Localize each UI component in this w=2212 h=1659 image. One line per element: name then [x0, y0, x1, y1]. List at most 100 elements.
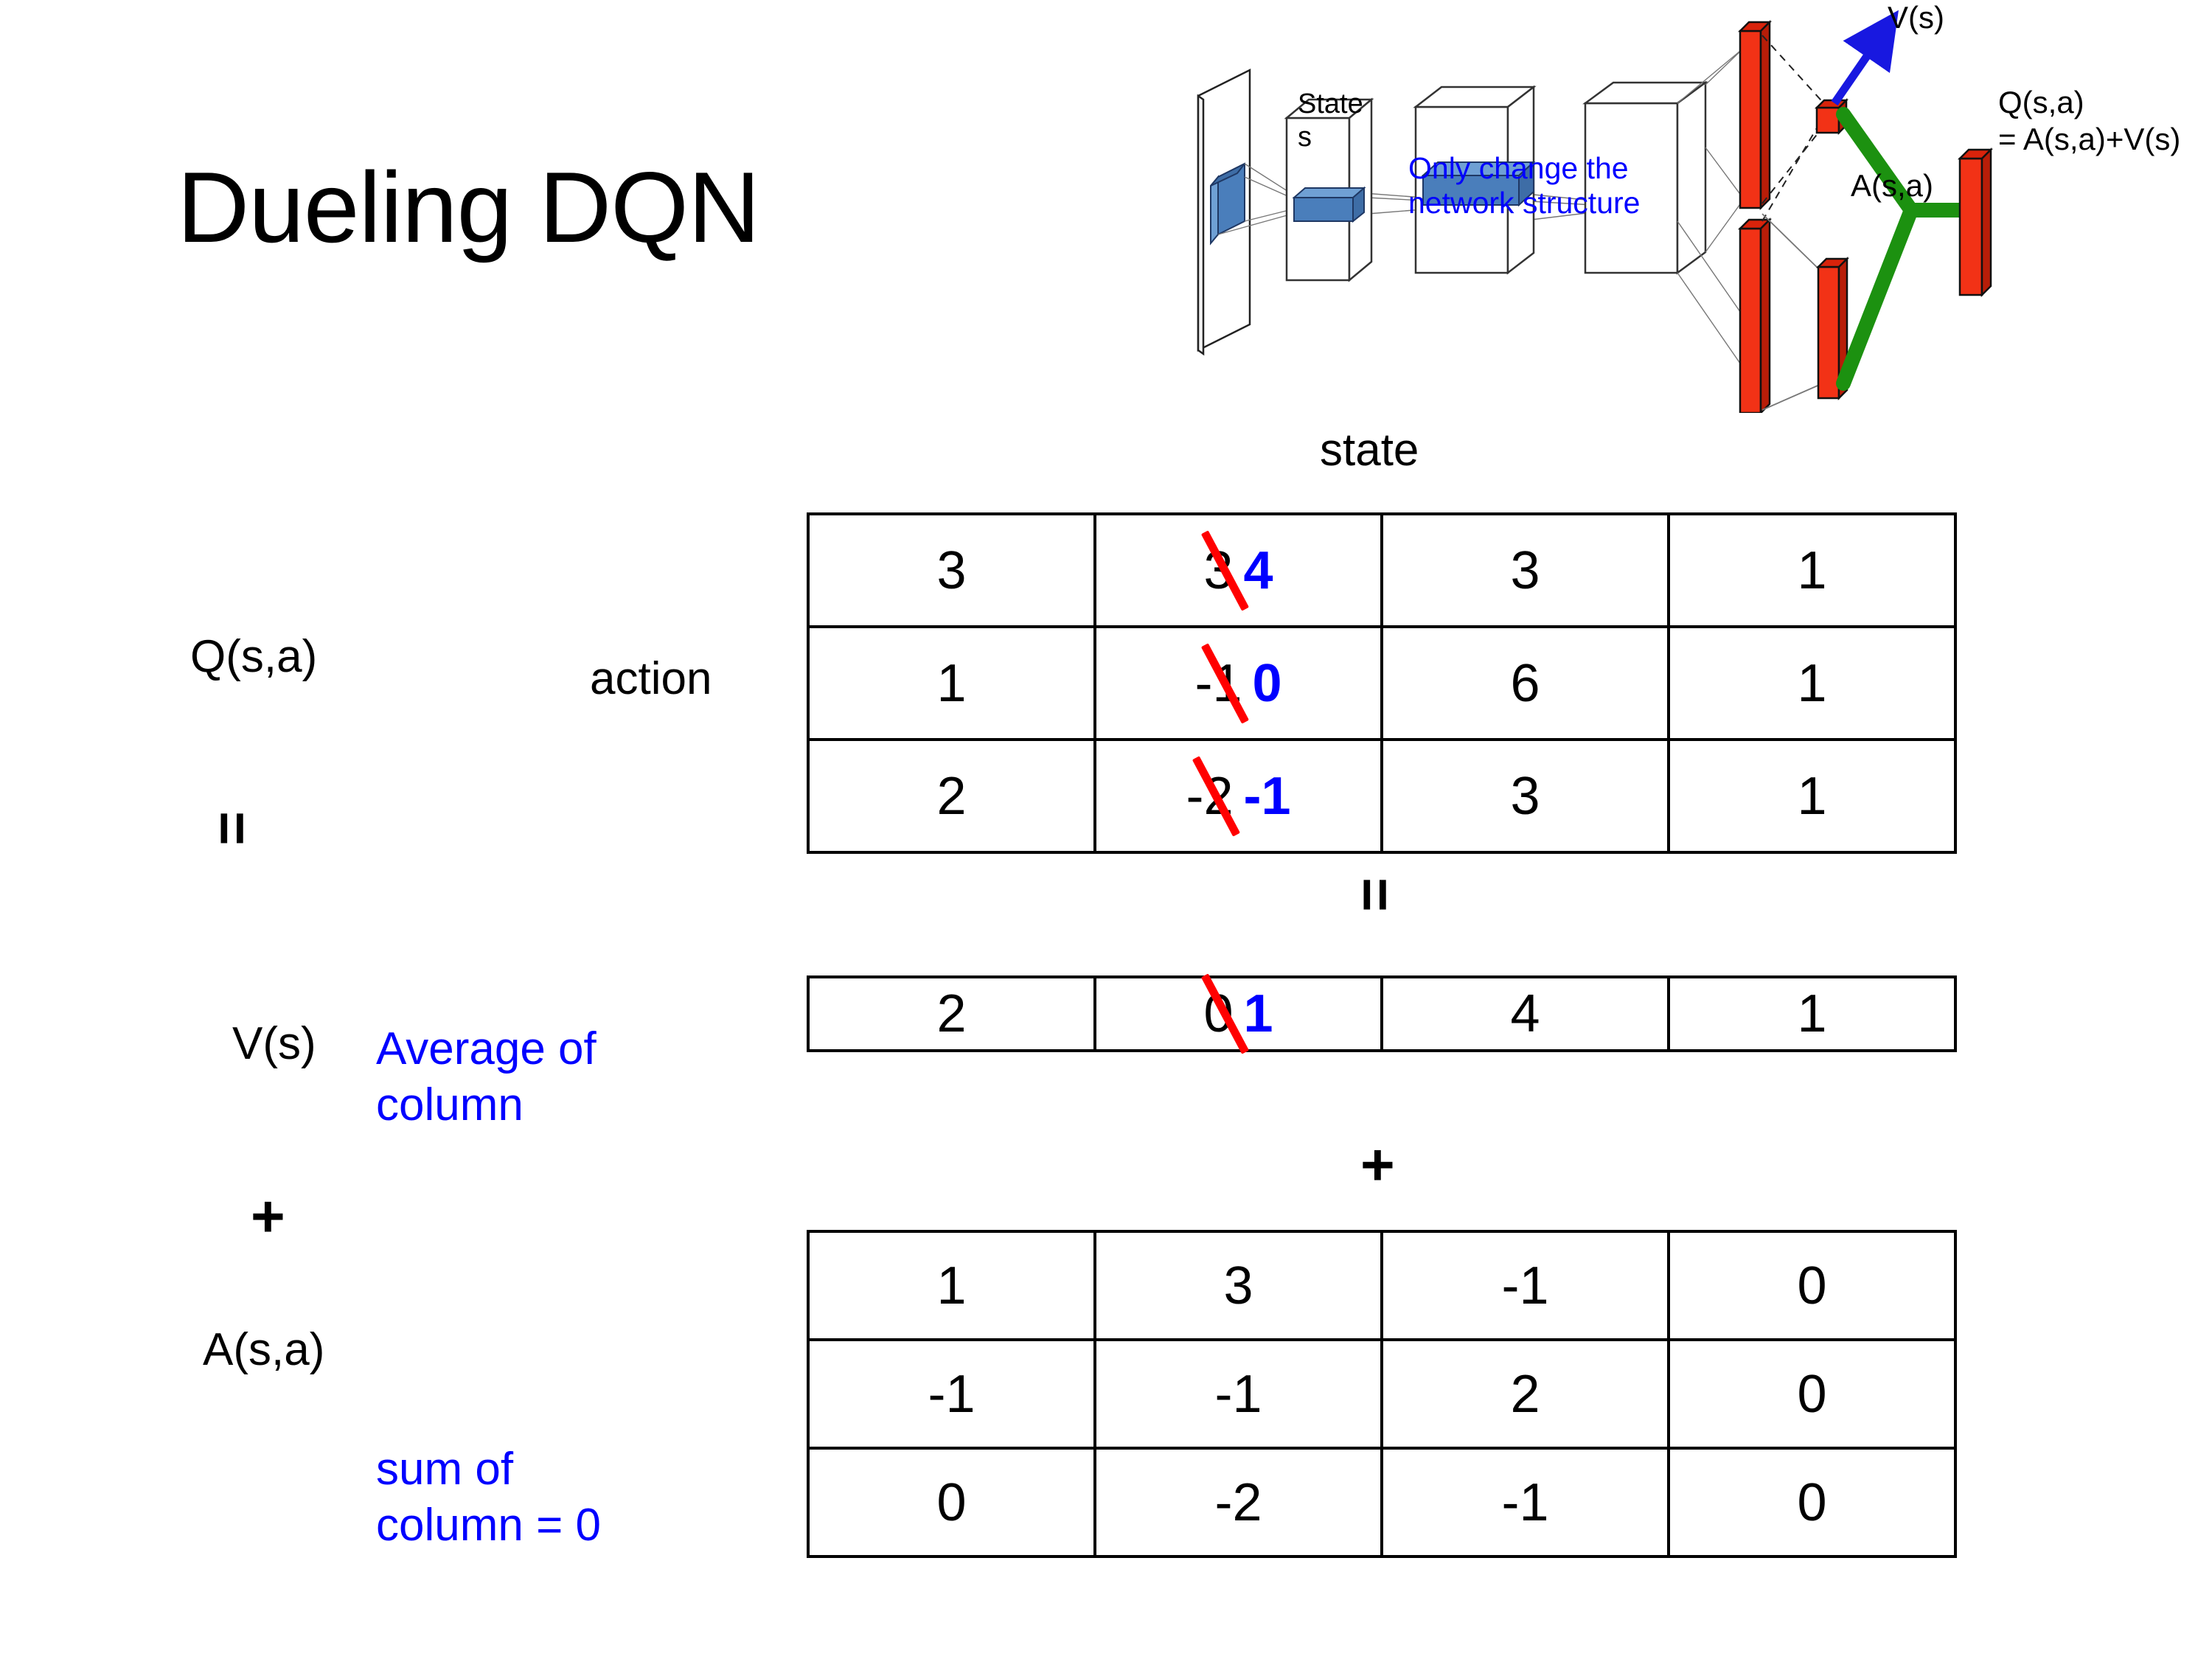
- diagram-state-label-line1: State: [1298, 88, 1363, 119]
- action-axis-header: action: [590, 653, 712, 704]
- table-cell[interactable]: 0: [1667, 1447, 1957, 1558]
- table-cell[interactable]: -2-1: [1093, 738, 1383, 854]
- diagram-v-label: V(s): [1888, 0, 1944, 35]
- cell-value: 1: [1797, 653, 1827, 713]
- table-cell[interactable]: -1: [1093, 1338, 1383, 1450]
- table-cell[interactable]: 3: [807, 512, 1096, 628]
- a-table: 1 3 -1 0 -1 -1 2 0 0 -2 -1 0: [807, 1230, 1957, 1558]
- table-cell[interactable]: 4: [1380, 975, 1670, 1052]
- table-cell[interactable]: 6: [1380, 625, 1670, 741]
- table-row: 2 -2-1 3 1: [807, 738, 1957, 854]
- diagram-note-line1: Only change the: [1408, 151, 1629, 185]
- diagram-q-label-line2: = A(s,a)+V(s): [1998, 122, 2181, 156]
- diagram-state-label-line2: s: [1298, 122, 1312, 153]
- table-row: 1 3 -1 0: [807, 1230, 1957, 1341]
- table-cell[interactable]: 2: [807, 975, 1096, 1052]
- cell-value: 1: [1797, 766, 1827, 826]
- table-cell[interactable]: 0: [1667, 1230, 1957, 1341]
- cell-value: 0: [1797, 1472, 1827, 1532]
- edited-cell: -2-1: [1186, 755, 1291, 837]
- table-cell[interactable]: 1: [807, 625, 1096, 741]
- note-sum-line1: sum of: [376, 1444, 514, 1495]
- page-title: Dueling DQN: [177, 151, 760, 263]
- cell-value: 3: [1510, 766, 1540, 826]
- struck-old-value: -2: [1186, 755, 1241, 837]
- struck-old-value: 3: [1201, 529, 1250, 611]
- table-cell[interactable]: -2: [1093, 1447, 1383, 1558]
- cell-value: 1: [1797, 540, 1827, 600]
- cell-value: 0: [1797, 1256, 1827, 1315]
- table-cell[interactable]: 2: [1380, 1338, 1670, 1450]
- table-cell[interactable]: -1: [807, 1338, 1096, 1450]
- equals-sign-left: =: [200, 811, 265, 846]
- table-cell[interactable]: 1: [807, 1230, 1096, 1341]
- cell-value: 0: [936, 1472, 967, 1532]
- table-cell[interactable]: 1: [1667, 975, 1957, 1052]
- cell-value: 3: [1223, 1256, 1253, 1315]
- table-row: -1 -1 2 0: [807, 1338, 1957, 1450]
- table-cell[interactable]: 0: [807, 1447, 1096, 1558]
- table-cell[interactable]: -1: [1380, 1447, 1670, 1558]
- cell-value: -1: [928, 1364, 975, 1424]
- plus-sign-between-v-and-a: +: [1360, 1132, 1395, 1197]
- cell-value: 2: [936, 766, 967, 826]
- table-cell[interactable]: 1: [1667, 738, 1957, 854]
- table-cell[interactable]: 1: [1667, 625, 1957, 741]
- note-sum-line2: column = 0: [376, 1499, 602, 1551]
- note-average-line2: column: [376, 1079, 524, 1130]
- cell-value: 1: [936, 1256, 967, 1315]
- red-strikethrough-icon: [1201, 973, 1250, 1054]
- plus-sign-left: +: [251, 1183, 285, 1249]
- a-function-label: A(s,a): [203, 1324, 325, 1375]
- a-table-body: 1 3 -1 0 -1 -1 2 0 0 -2 -1 0: [807, 1230, 1957, 1558]
- struck-old-value: -1: [1194, 642, 1250, 724]
- table-cell[interactable]: 0: [1667, 1338, 1957, 1450]
- diagram-note-line2: network structure: [1408, 186, 1641, 220]
- cell-value: -1: [1214, 1364, 1262, 1424]
- q-function-label: Q(s,a): [190, 631, 318, 682]
- equals-sign-between-q-and-v: =: [1343, 877, 1408, 912]
- cell-value: 2: [1510, 1364, 1540, 1424]
- diagram-q-label-line1: Q(s,a): [1998, 85, 2084, 119]
- new-value: -1: [1243, 766, 1291, 826]
- red-strikethrough-icon: [1201, 529, 1250, 611]
- cell-value: 4: [1510, 984, 1540, 1043]
- struck-old-value: 0: [1201, 973, 1250, 1054]
- cell-value: -1: [1501, 1256, 1549, 1315]
- new-value: 1: [1243, 984, 1273, 1043]
- cell-value: 6: [1510, 653, 1540, 713]
- table-cell[interactable]: 1: [1667, 512, 1957, 628]
- table-cell[interactable]: -1: [1380, 1230, 1670, 1341]
- note-average-of-column: Average of column: [376, 1021, 597, 1133]
- cell-value: 2: [936, 984, 967, 1043]
- cell-value: 1: [1797, 984, 1827, 1043]
- v-function-label: V(s): [232, 1018, 316, 1069]
- table-cell[interactable]: 3: [1380, 738, 1670, 854]
- table-row: 0 -2 -1 0: [807, 1447, 1957, 1558]
- cell-value: -1: [1501, 1472, 1549, 1532]
- cell-value: 1: [936, 653, 967, 713]
- red-strikethrough-icon: [1201, 642, 1250, 724]
- red-strikethrough-icon: [1192, 755, 1241, 837]
- new-value: 0: [1252, 653, 1282, 713]
- cell-value: 0: [1797, 1364, 1827, 1424]
- table-cell[interactable]: 3: [1380, 512, 1670, 628]
- dueling-network-diagram: State s Only change the network structur…: [1077, 0, 2212, 413]
- table-cell[interactable]: 2: [807, 738, 1096, 854]
- table-cell[interactable]: 3: [1093, 1230, 1383, 1341]
- cell-value: -2: [1214, 1472, 1262, 1532]
- note-sum-of-column: sum of column = 0: [376, 1441, 601, 1553]
